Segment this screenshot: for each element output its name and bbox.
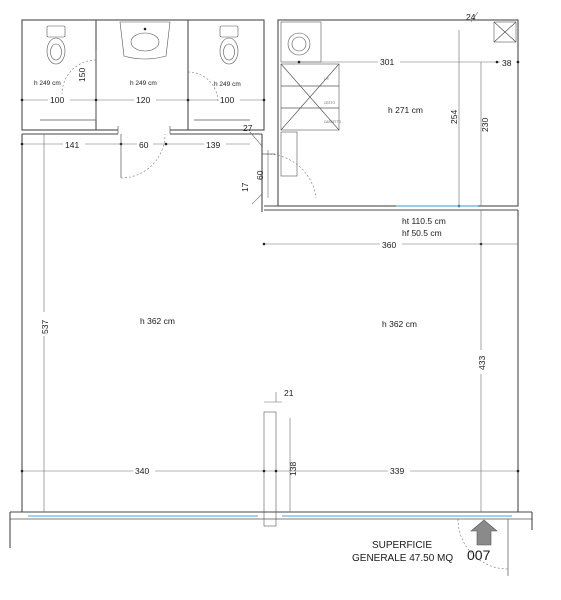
dim-141: 141 bbox=[65, 140, 79, 150]
surface-line1: SUPERFICIE bbox=[372, 540, 432, 551]
window-ht: ht 110.5 cm bbox=[402, 216, 446, 226]
toilet-right-icon bbox=[219, 25, 239, 65]
dim-230: 230 bbox=[480, 118, 490, 132]
kitchen-label-lp: L.P. bbox=[324, 77, 329, 81]
dim-138: 138 bbox=[288, 462, 298, 476]
dim-360: 360 bbox=[382, 240, 396, 250]
main-right-height: h 362 cm bbox=[382, 319, 417, 329]
dim-301: 301 bbox=[380, 57, 394, 67]
kitchen-block bbox=[277, 19, 519, 207]
wc-right-height: h 249 cm bbox=[214, 81, 241, 88]
dim-100-left: 100 bbox=[50, 95, 64, 105]
dim-120: 120 bbox=[136, 95, 150, 105]
dim-60-vert: 60 bbox=[255, 170, 265, 180]
dim-339: 339 bbox=[390, 466, 404, 476]
dim-21: 21 bbox=[284, 388, 294, 398]
main-left-height: h 362 cm bbox=[140, 316, 175, 326]
kitchen-label-cesto: CESTO bbox=[324, 101, 335, 105]
dim-537: 537 bbox=[40, 320, 50, 334]
dim-27: 27 bbox=[243, 123, 253, 133]
dim-340: 340 bbox=[135, 466, 149, 476]
dim-100-right: 100 bbox=[220, 95, 234, 105]
surface-line2: GENERALE 47.50 MQ bbox=[352, 553, 453, 564]
dim-254: 254 bbox=[449, 110, 459, 124]
window-hf: hf 50.5 cm bbox=[402, 228, 442, 238]
washroom-height: h 249 cm bbox=[130, 80, 157, 87]
unit-number: 007 bbox=[467, 547, 491, 563]
dim-38: 38 bbox=[502, 58, 512, 68]
dim-433: 433 bbox=[477, 356, 487, 370]
washbasin-icon bbox=[119, 21, 171, 60]
toilet-left-icon bbox=[46, 25, 66, 65]
dim-139: 139 bbox=[206, 140, 220, 150]
dim-150: 150 bbox=[77, 68, 87, 82]
dim-24: 24 bbox=[466, 12, 476, 22]
entrance-arrow-icon bbox=[470, 519, 498, 546]
dim-60-top: 60 bbox=[139, 140, 149, 150]
dim-17: 17 bbox=[240, 182, 250, 192]
wc-left-height: h 249 cm bbox=[34, 80, 61, 87]
main-room bbox=[9, 133, 533, 548]
kitchen-height: h 271 cm bbox=[388, 105, 423, 115]
kitchen-label-cassetto: CASSETTO bbox=[324, 120, 342, 124]
